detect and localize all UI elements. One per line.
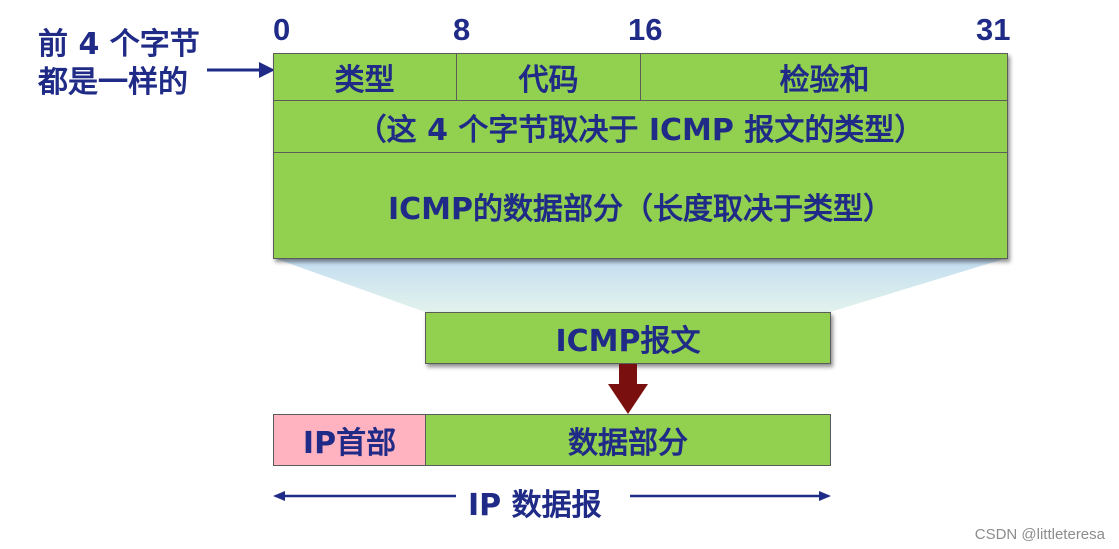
ip-header-label: IP首部 <box>302 426 397 461</box>
field-icmp-data: ICMP的数据部分（长度取决于类型） <box>273 153 1008 259</box>
bit-label-0: 0 <box>273 12 291 47</box>
field-checksum: 检验和 <box>641 53 1008 101</box>
ip-datagram-label: IP 数据报 <box>468 488 602 523</box>
bit-label-16: 16 <box>628 12 663 47</box>
rest-of-header-label: （这 4 个字节取决于 ICMP 报文的类型） <box>356 112 925 148</box>
ip-header-box: IP首部 <box>273 414 426 466</box>
field-rest-of-header: （这 4 个字节取决于 ICMP 报文的类型） <box>273 101 1008 153</box>
side-note: 前 4 个字节 都是一样的 <box>38 26 238 102</box>
icmp-data-label: ICMP的数据部分（长度取决于类型） <box>387 192 894 227</box>
down-arrow-icon <box>608 364 648 414</box>
watermark: CSDN @littleteresa <box>974 526 1105 543</box>
field-code-label: 代码 <box>518 62 579 98</box>
side-note-line-1: 前 4 个字节 <box>38 27 200 62</box>
icmp-message-label: ICMP报文 <box>555 324 701 359</box>
field-type-label: 类型 <box>334 62 395 98</box>
bit-label-8: 8 <box>453 12 471 47</box>
ip-data-box: 数据部分 <box>425 414 831 466</box>
field-checksum-label: 检验和 <box>779 62 870 98</box>
icmp-message-box: ICMP报文 <box>425 312 831 364</box>
field-type: 类型 <box>273 53 457 101</box>
ip-datagram-span-arrows <box>273 491 831 501</box>
ip-data-label: 数据部分 <box>568 426 688 461</box>
field-code: 代码 <box>457 53 641 101</box>
side-note-line-2: 都是一样的 <box>38 65 188 100</box>
bit-label-31: 31 <box>976 12 1011 47</box>
side-arrow-icon <box>207 62 275 78</box>
